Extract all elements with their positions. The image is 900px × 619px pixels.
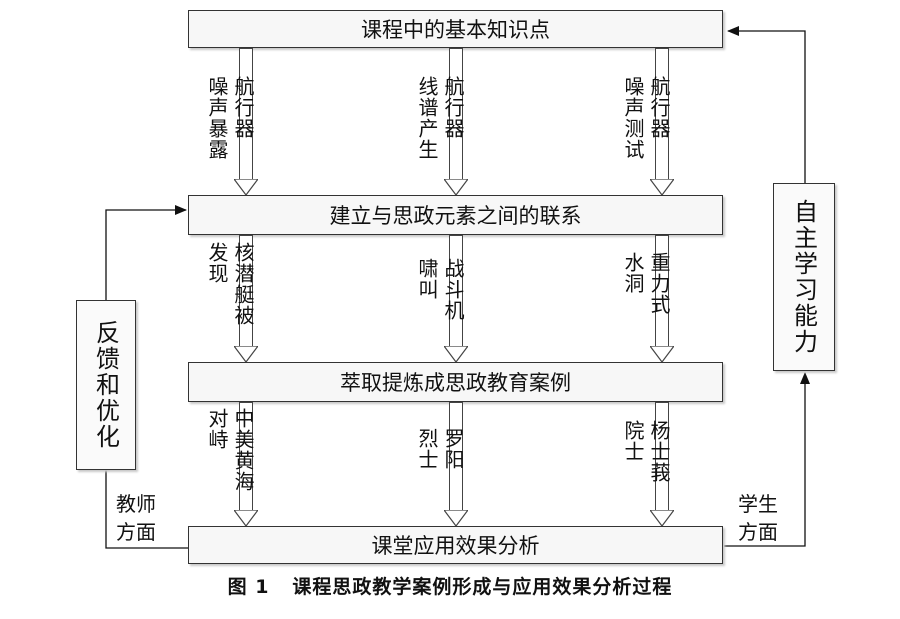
arrow-label-submarine: 核潜艇被 发现 bbox=[205, 242, 255, 326]
connection-label: 建立与思政元素之间的联系 bbox=[329, 204, 582, 228]
down-arrow-3c bbox=[650, 402, 674, 526]
down-arrow-2c bbox=[650, 235, 674, 362]
down-arrow-2b bbox=[444, 235, 468, 362]
effect-analysis-label: 课堂应用效果分析 bbox=[371, 534, 540, 558]
arrow-label-fighter-jet: 战斗机 啸叫 bbox=[415, 258, 465, 321]
teacher-aspect-label: 教师 方面 bbox=[116, 492, 156, 544]
student-loop-line-upper bbox=[727, 26, 806, 183]
arrow-label-yang-shie: 杨士莪 院士 bbox=[621, 420, 671, 483]
arrow-label-line-spectrum: 航行器 线谱产生 bbox=[415, 76, 465, 160]
down-arrow-3b bbox=[444, 402, 468, 526]
knowledge-points-box: 课程中的基本知识点 bbox=[188, 10, 723, 48]
arrow-label-luoyang: 罗阳 烈士 bbox=[415, 428, 465, 470]
self-learning-label: 自主学习能力 bbox=[789, 199, 818, 355]
arrow-label-noise-exposure: 航行器 噪声暴露 bbox=[205, 76, 255, 160]
arrow-label-standoff: 中美黄海 对峙 bbox=[205, 408, 255, 492]
student-loop-line-lower bbox=[724, 372, 810, 547]
down-arrow-1c bbox=[650, 48, 674, 195]
case-extraction-label: 萃取提炼成思政教育案例 bbox=[340, 371, 571, 395]
figure-caption: 图 1 课程思政教学案例形成与应用效果分析过程 bbox=[227, 576, 673, 598]
down-arrow-2a bbox=[234, 235, 258, 362]
student-aspect-label: 学生 方面 bbox=[738, 492, 778, 544]
arrow-label-water-tunnel: 重力式 水洞 bbox=[621, 252, 671, 315]
down-arrow-3a bbox=[234, 402, 258, 526]
down-arrow-1a bbox=[234, 48, 258, 195]
effect-analysis-box: 课堂应用效果分析 bbox=[188, 526, 723, 564]
feedback-label: 反馈和优化 bbox=[91, 320, 120, 450]
arrow-label-noise-test: 航行器 噪声测试 bbox=[621, 76, 671, 160]
connection-box: 建立与思政元素之间的联系 bbox=[188, 195, 723, 235]
self-learning-box: 自主学习能力 bbox=[773, 183, 835, 371]
case-extraction-box: 萃取提炼成思政教育案例 bbox=[188, 362, 723, 402]
knowledge-points-label: 课程中的基本知识点 bbox=[361, 18, 550, 42]
down-arrow-1b bbox=[444, 48, 468, 195]
feedback-box: 反馈和优化 bbox=[76, 300, 136, 470]
